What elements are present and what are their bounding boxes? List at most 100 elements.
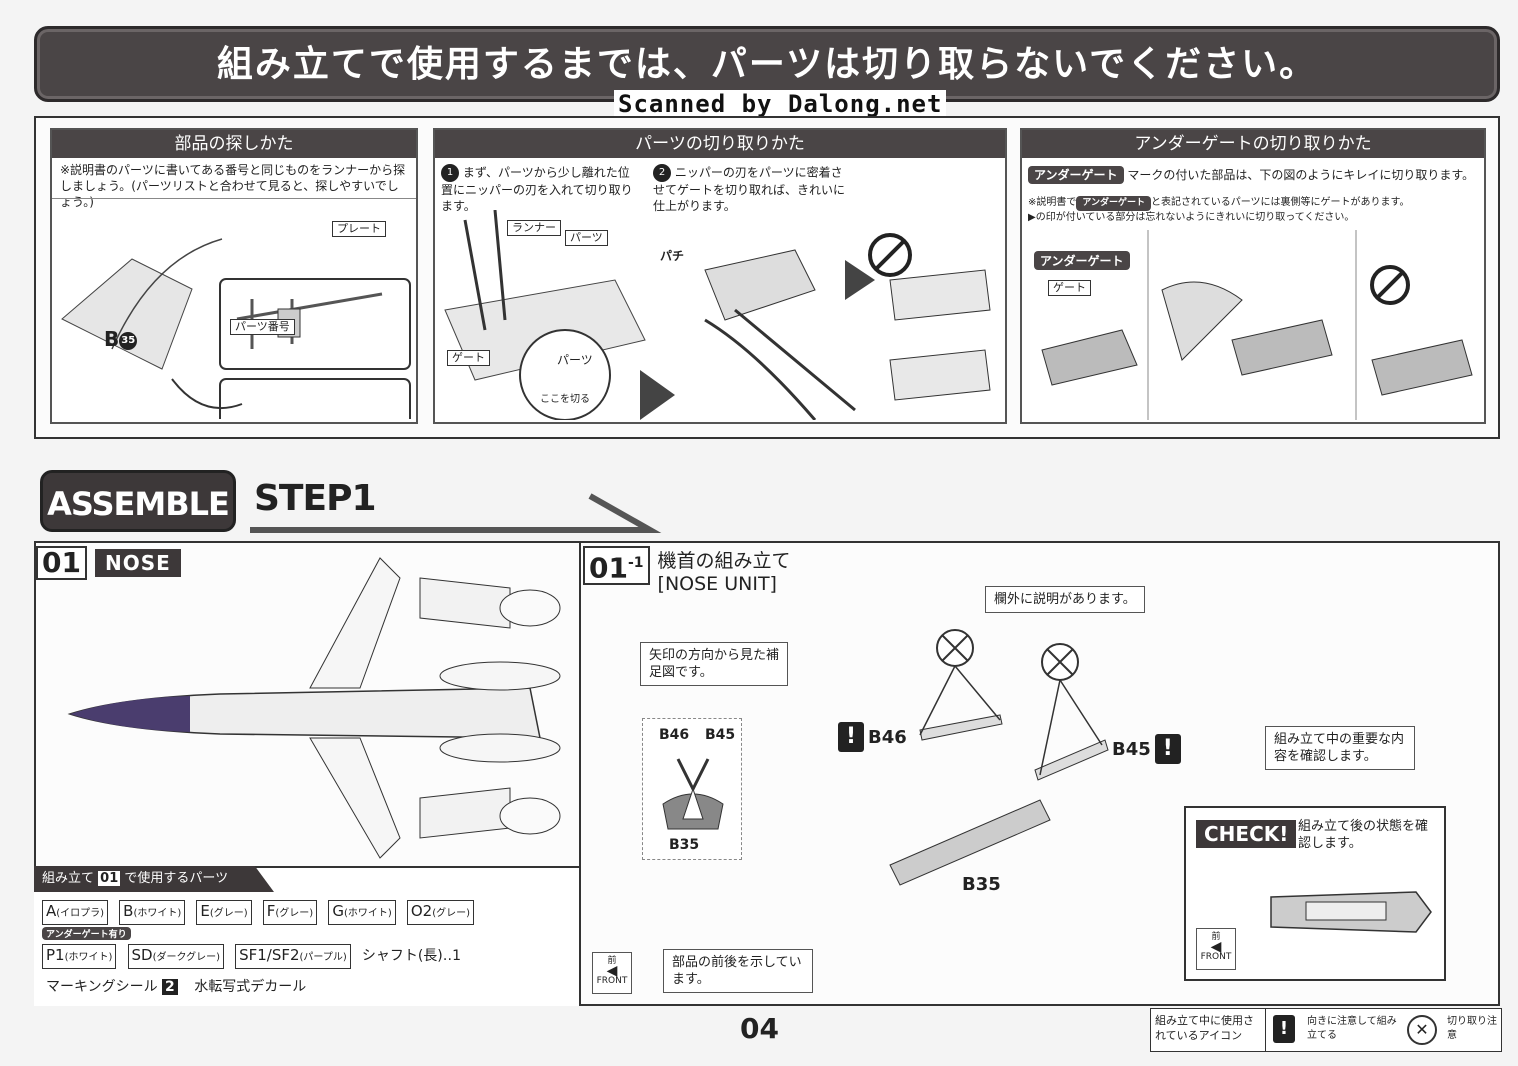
page-number: 04 xyxy=(740,1012,779,1045)
unit-num: 01-1 xyxy=(583,546,650,586)
check-front-arrow-icon: ◀ xyxy=(1210,939,1222,955)
panel-undergate-title: アンダーゲートの切り取りかた xyxy=(1022,130,1484,158)
parts-label-2: パーツ xyxy=(557,353,593,367)
assemble-badge: ASSEMBLE xyxy=(40,470,236,532)
banner-text: 組み立てで使用するまでは、パーツは切り取らないでください。 xyxy=(216,44,1318,85)
parts-list-header: 組み立て 01 で使用するパーツ xyxy=(34,866,274,892)
part-color-e: (グレー) xyxy=(209,908,248,919)
assembly-illustration xyxy=(889,629,1109,886)
step-arrow xyxy=(250,493,662,533)
legend-cut-text: 切り取り注意 xyxy=(1447,1016,1497,1041)
gate-label-wrap: ゲート xyxy=(447,346,490,366)
unit-num-main: 01 xyxy=(589,551,628,585)
undergate-note-mark: アンダーゲート xyxy=(1076,196,1152,211)
part-color-p1: (ホワイト) xyxy=(64,952,113,963)
nose-header: 01 NOSE xyxy=(36,546,181,580)
warn-icon-b46: ! xyxy=(838,722,864,752)
panel-find-title: 部品の探しかた xyxy=(52,130,416,158)
unit-titles: 機首の組み立て [NOSE UNIT] xyxy=(658,546,791,595)
undergate-label-wrap: アンダーゲート xyxy=(1034,250,1130,270)
part-color-f: (グレー) xyxy=(275,908,314,919)
part-code-p1: P1 xyxy=(46,946,65,964)
part-color-g: (ホワイト) xyxy=(343,908,392,919)
undergate-note-a: ※説明書で xyxy=(1028,197,1077,208)
plate-label-wrap: プレート xyxy=(332,217,386,237)
parts-title-b: で使用するパーツ xyxy=(124,871,229,886)
b45-label-group: B45 ! xyxy=(1112,734,1181,764)
cut-step2-num: 2 xyxy=(653,164,671,182)
supp-illustration xyxy=(662,758,724,830)
unit-num-sub: -1 xyxy=(627,555,644,571)
arrow-view-callout: 矢印の方向から見た補足図です。 xyxy=(640,642,788,686)
part-code-o2: O2 xyxy=(410,902,433,920)
cut-step1-text: まず、パーツから少し離れた位置にニッパーの刃を入れて切り取ります。 xyxy=(441,165,633,214)
part-code-f: F xyxy=(266,902,276,920)
front-note-callout: 部品の前後を示しています。 xyxy=(663,949,813,993)
cut-step1-num: 1 xyxy=(441,164,459,182)
marking-label: マーキングシール xyxy=(46,979,158,995)
outside-note-callout: 欄外に説明があります。 xyxy=(985,586,1145,613)
part-code-sd: SD xyxy=(131,946,153,964)
part-chip-b: B(ホワイト) xyxy=(119,900,186,925)
runner-label: ランナー xyxy=(507,220,561,236)
part-color-o2: (グレー) xyxy=(432,908,471,919)
front-arrow-icon: ◀ xyxy=(606,963,618,979)
part-chip-sd: SD(ダークグレー) xyxy=(127,944,224,969)
undergate-illustration xyxy=(1041,230,1473,420)
section-divider xyxy=(579,541,581,1006)
legend-warn-text: 向きに注意して組み立てる xyxy=(1307,1016,1397,1041)
check-tag-wrap: CHECK! xyxy=(1196,820,1297,848)
cut-step2: 2 ニッパーの刃をパーツに密着させてゲートを切り取れば、きれいに仕上がります。 xyxy=(653,164,853,214)
nose-name: NOSE xyxy=(94,549,181,577)
supp-b46: B46 xyxy=(659,727,690,743)
warning-banner: 組み立てで使用するまでは、パーツは切り取らないでください。 xyxy=(34,26,1500,102)
plate-label: プレート xyxy=(332,221,386,237)
undergate-label: アンダーゲート xyxy=(1034,251,1130,270)
partnum-label: パーツ番号 xyxy=(230,319,295,335)
cut-step1: 1 まず、パーツから少し離れた位置にニッパーの刃を入れて切り取ります。 xyxy=(441,164,641,214)
marking-num: 2 xyxy=(162,979,178,995)
part-num: 35 xyxy=(119,331,138,350)
important-callout: 組み立て中の重要な内容を確認します。 xyxy=(1265,726,1415,770)
undergate-desc-line: アンダーゲート マークの付いた部品は、下の図のようにキレイに切り取ります。 xyxy=(1028,166,1484,184)
parts-label-wrap: パーツ xyxy=(565,226,608,246)
marking-line: マーキングシール 2 水転写式デカール xyxy=(46,976,306,996)
partnum-label-wrap: パーツ番号 xyxy=(230,315,295,335)
part-code-g: G xyxy=(332,902,344,920)
front-en: FRONT xyxy=(596,976,628,986)
parts-row-2: P1(ホワイト) SD(ダークグレー) SF1/SF2(パープル) シャフト(長… xyxy=(42,944,572,969)
part-color-b: (ホワイト) xyxy=(133,908,182,919)
panel-undergate: アンダーゲートの切り取りかた アンダーゲート マークの付いた部品は、下の図のよう… xyxy=(1020,128,1486,424)
undergate-mark: アンダーゲート xyxy=(1028,166,1124,184)
step-title: STEP1 xyxy=(254,478,377,519)
unit-subtitle: [NOSE UNIT] xyxy=(657,573,777,595)
part-code: B xyxy=(104,327,120,351)
undergate-note-b: と表記されているパーツには裏側等にゲートがあります。 xyxy=(1151,197,1410,208)
part-chip-f: F(グレー) xyxy=(262,900,318,925)
check-front-icon: 前 ◀ FRONT xyxy=(1196,928,1236,970)
front-icon: 前 ◀ FRONT xyxy=(592,952,632,994)
panel-cutting: パーツの切り取りかた 1 まず、パーツから少し離れた位置にニッパーの刃を入れて切… xyxy=(433,128,1007,424)
part-chip-g: G(ホワイト) xyxy=(328,900,396,925)
part-code-sf: SF1/SF2 xyxy=(239,946,300,964)
legend-label: 組み立て中に使用されているアイコン xyxy=(1155,1014,1254,1042)
warn-icon-b45: ! xyxy=(1154,734,1181,764)
ug-gate-label: ゲート xyxy=(1048,280,1091,296)
b45-label: B45 xyxy=(1112,738,1151,760)
part-chip-sf: SF1/SF2(パープル) xyxy=(235,944,351,969)
part-chip-p1: P1(ホワイト) xyxy=(42,944,117,969)
parts-row-1: A(イロプラ) B(ホワイト) E(グレー) F(グレー) G(ホワイト) O2… xyxy=(42,900,572,925)
panel-find-parts: 部品の探しかた ※説明書のパーツに書いてある番号と同じものをランナーから探しまし… xyxy=(50,128,418,480)
legend-divider xyxy=(1265,1009,1266,1051)
cut-here-label: ここを切る xyxy=(540,394,590,405)
check-front-kanji: 前 xyxy=(1211,932,1221,942)
part-code-a: A xyxy=(46,902,57,920)
undergate-note: ※説明書でアンダーゲートと表記されているパーツには裏側等にゲートがあります。 ▶… xyxy=(1028,196,1484,224)
undergate-note-c: ▶の印が付いている部分は忘れないようにきれいに切り取ってください。 xyxy=(1028,212,1355,223)
unit-num-sub-val: 1 xyxy=(633,555,644,571)
part-color-sf: (パープル) xyxy=(299,952,347,963)
check-tag: CHECK! xyxy=(1196,820,1297,848)
legend-warn-icon: ! xyxy=(1273,1015,1295,1043)
